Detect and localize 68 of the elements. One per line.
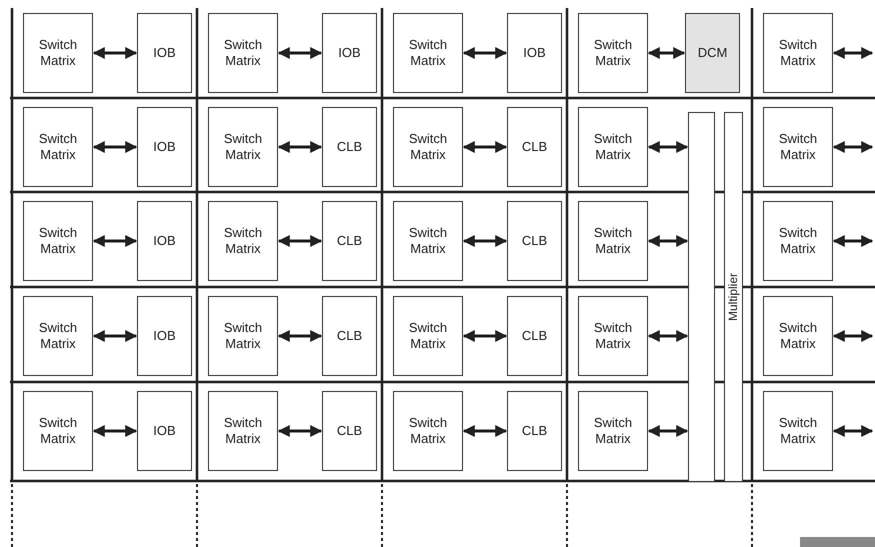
logic-block: CLB <box>507 391 562 471</box>
switch-matrix-box: Switch Matrix <box>23 13 93 93</box>
switch-matrix-box: Switch Matrix <box>208 13 278 93</box>
double-arrow <box>832 425 874 437</box>
double-arrow <box>92 47 138 59</box>
double-arrow <box>462 47 508 59</box>
double-arrow <box>648 425 688 437</box>
switch-matrix-box: Switch Matrix <box>208 296 278 376</box>
double-arrow <box>92 330 138 342</box>
logic-block: CLB <box>322 201 377 281</box>
double-arrow <box>462 330 508 342</box>
double-arrow <box>832 141 874 153</box>
double-arrow <box>278 141 322 153</box>
logic-block: CLB <box>507 296 562 376</box>
io-block: IOB <box>322 13 377 93</box>
switch-matrix-box: Switch Matrix <box>23 391 93 471</box>
double-arrow <box>832 47 874 59</box>
switch-matrix-box: Switch Matrix <box>763 391 833 471</box>
double-arrow <box>648 141 688 153</box>
switch-matrix-box: Switch Matrix <box>578 201 648 281</box>
switch-matrix-box: Switch Matrix <box>578 391 648 471</box>
switch-matrix-box: Switch Matrix <box>393 13 463 93</box>
io-block: IOB <box>137 13 192 93</box>
switch-matrix-box: Switch Matrix <box>393 201 463 281</box>
memory-column <box>688 112 715 482</box>
switch-matrix-box: Switch Matrix <box>208 201 278 281</box>
switch-matrix-box: Switch Matrix <box>763 13 833 93</box>
clock-manager-block: DCM <box>685 13 740 93</box>
double-arrow <box>832 235 874 247</box>
logic-block: CLB <box>507 201 562 281</box>
switch-matrix-box: Switch Matrix <box>208 391 278 471</box>
switch-matrix-box: Switch Matrix <box>23 107 93 187</box>
io-block: IOB <box>137 391 192 471</box>
double-arrow <box>278 47 322 59</box>
logic-block: CLB <box>507 107 562 187</box>
switch-matrix-box: Switch Matrix <box>763 201 833 281</box>
switch-matrix-box: Switch Matrix <box>763 296 833 376</box>
multiplier-column: Multiplier <box>724 112 743 482</box>
double-arrow <box>92 235 138 247</box>
double-arrow <box>648 235 688 247</box>
switch-matrix-box: Switch Matrix <box>578 107 648 187</box>
switch-matrix-box: Switch Matrix <box>578 296 648 376</box>
io-block: IOB <box>137 107 192 187</box>
double-arrow <box>92 141 138 153</box>
switch-matrix-box: Switch Matrix <box>578 13 648 93</box>
switch-matrix-box: Switch Matrix <box>23 201 93 281</box>
logic-block: CLB <box>322 391 377 471</box>
double-arrow <box>278 425 322 437</box>
io-block: IOB <box>507 13 562 93</box>
switch-matrix-box: Switch Matrix <box>393 107 463 187</box>
io-block: IOB <box>137 201 192 281</box>
logic-block: CLB <box>322 107 377 187</box>
logic-block: CLB <box>322 296 377 376</box>
double-arrow <box>648 330 688 342</box>
double-arrow <box>832 330 874 342</box>
double-arrow <box>462 141 508 153</box>
double-arrow <box>462 235 508 247</box>
double-arrow <box>648 47 686 59</box>
double-arrow <box>462 425 508 437</box>
switch-matrix-box: Switch Matrix <box>763 107 833 187</box>
double-arrow <box>278 235 322 247</box>
switch-matrix-box: Switch Matrix <box>208 107 278 187</box>
double-arrow <box>92 425 138 437</box>
switch-matrix-box: Switch Matrix <box>393 391 463 471</box>
switch-matrix-box: Switch Matrix <box>23 296 93 376</box>
double-arrow <box>278 330 322 342</box>
io-block: IOB <box>137 296 192 376</box>
switch-matrix-box: Switch Matrix <box>393 296 463 376</box>
